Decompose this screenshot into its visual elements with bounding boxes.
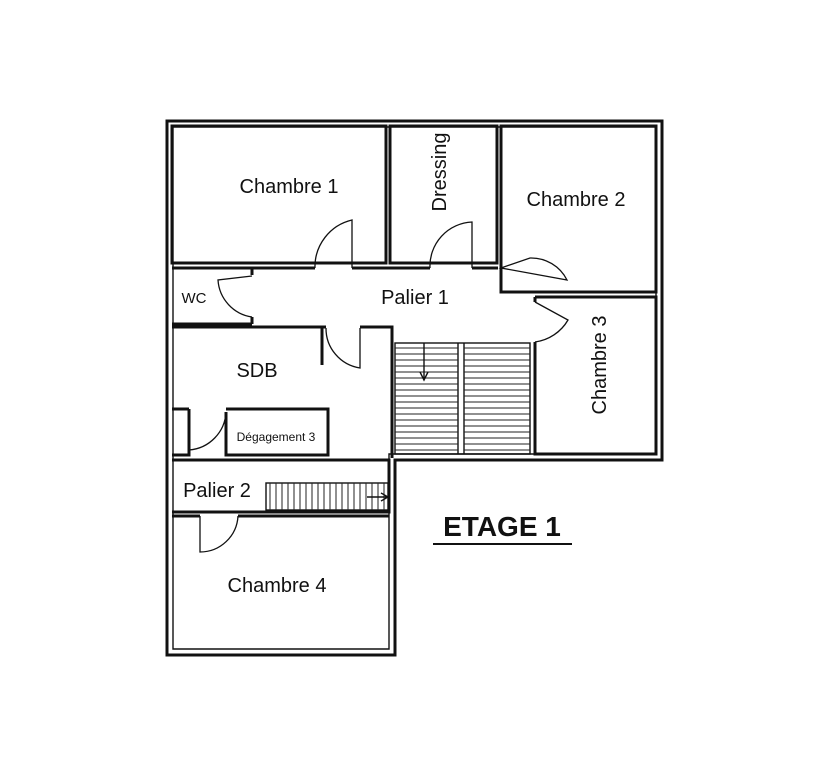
label-wc: WC: [182, 290, 207, 307]
main-staircase: [394, 342, 531, 455]
label-dressing: Dressing: [429, 133, 451, 212]
label-chambre3: Chambre 3: [589, 316, 611, 415]
secondary-staircase: [265, 482, 390, 511]
label-palier2: Palier 2: [183, 480, 251, 502]
plan-title: ETAGE 1: [443, 511, 561, 542]
label-chambre4: Chambre 4: [228, 575, 327, 597]
label-chambre1: Chambre 1: [240, 176, 339, 198]
label-chambre2: Chambre 2: [527, 189, 626, 211]
label-palier1: Palier 1: [381, 287, 449, 309]
label-degagement3: Dégagement 3: [237, 430, 316, 444]
label-sdb: SDB: [236, 360, 277, 382]
doors: [188, 219, 569, 553]
